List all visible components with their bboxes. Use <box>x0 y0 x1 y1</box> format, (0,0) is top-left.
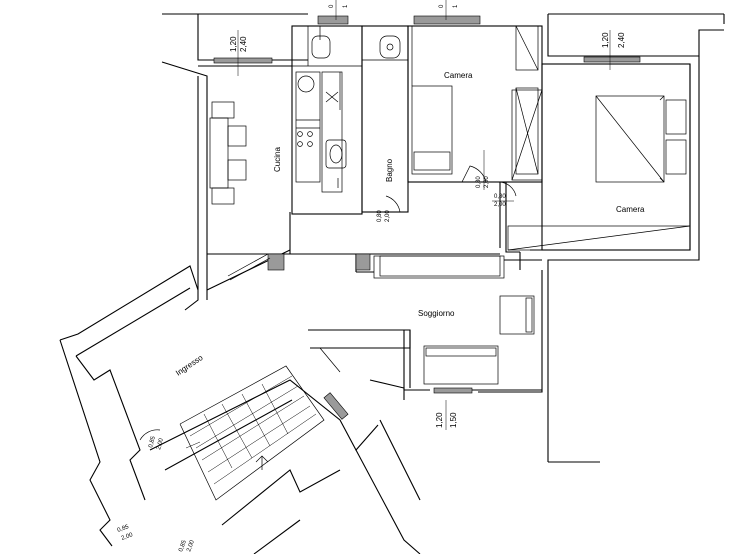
double-bed <box>595 95 665 183</box>
dim-door-bottom-w: 0,85 <box>178 539 188 553</box>
dim-win-right-h: 2,40 <box>617 32 626 48</box>
label-camera-large: Camera <box>616 205 645 214</box>
interior-walls <box>207 25 691 373</box>
dim-door-bagno-h: 2,00 <box>385 210 391 222</box>
dim-door-camera2-h: 2,00 <box>494 202 506 208</box>
dim-win-left-h: 2,40 <box>239 36 248 52</box>
dim-top-win-a-w: 0 <box>329 4 335 8</box>
dim-win-soggiorno-h: 1,50 <box>449 412 458 428</box>
label-bagno: Bagno <box>385 158 394 182</box>
dim-door-ingresso-w: 0,85 <box>148 435 157 448</box>
label-ingresso: Ingresso <box>174 353 205 378</box>
dim-top-win-a-h: 1 <box>343 4 349 8</box>
dim-door-bottom-h: 2,00 <box>186 539 196 553</box>
dim-win-soggiorno-w: 1,20 <box>435 412 444 428</box>
furniture <box>209 25 691 385</box>
dim-top-win-b-h: 1 <box>453 4 459 8</box>
dim-door-stair-h: 2,00 <box>121 532 135 542</box>
label-soggiorno: Soggiorno <box>418 309 455 318</box>
armchair <box>499 295 535 335</box>
dim-door-camera2-w: 0,80 <box>494 194 506 200</box>
dim-door-ingresso-h: 2,00 <box>156 437 165 450</box>
windows <box>213 15 641 420</box>
staircase <box>179 365 325 501</box>
dim-door-bagno-w: 0,80 <box>377 210 383 222</box>
dim-door-stair-w: 0,85 <box>117 524 131 534</box>
dimension-labels: 1,20 2,40 1,20 2,40 1,20 1,50 0,80 2,00 … <box>117 0 626 553</box>
dim-door-camera-h: 2,00 <box>484 176 490 188</box>
exterior-walls <box>59 13 725 554</box>
label-camera-small: Camera <box>444 71 473 80</box>
label-cucina: Cucina <box>273 147 282 172</box>
dining-table <box>209 117 229 189</box>
dim-win-right-w: 1,20 <box>601 32 610 48</box>
sofa <box>423 345 499 385</box>
doors <box>139 165 517 441</box>
dim-win-left-w: 1,20 <box>229 36 238 52</box>
dim-top-win-b-w: 0 <box>439 4 445 8</box>
dim-door-camera-w: 0,80 <box>476 176 482 188</box>
